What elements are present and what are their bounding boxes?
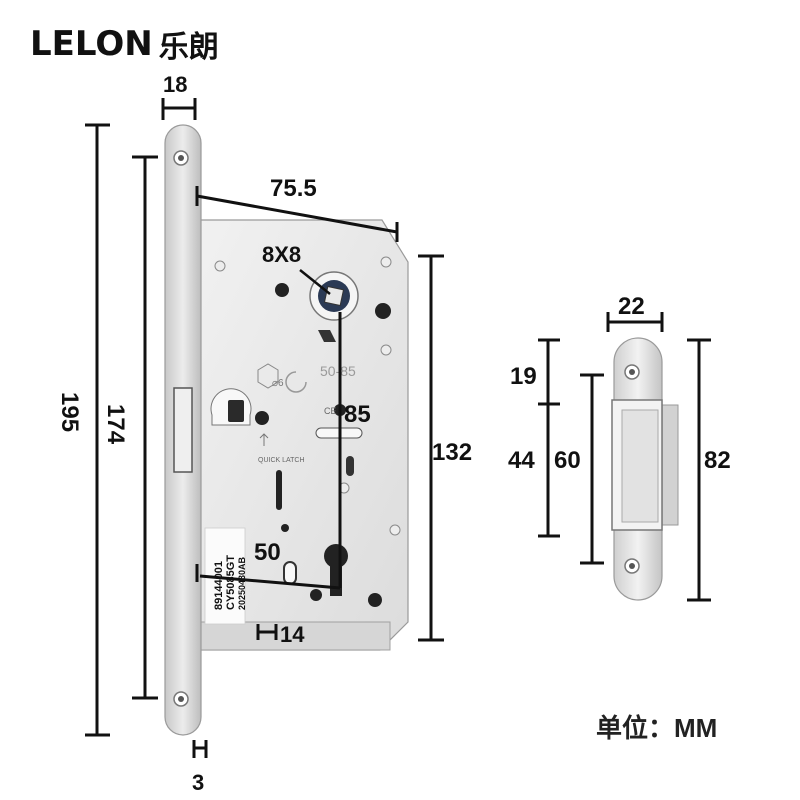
case-holes [255, 283, 391, 607]
dim-screw-spacing: 174 [102, 404, 129, 445]
shield-icon [257, 363, 279, 389]
dim-strike-top-offset: 19 [510, 363, 537, 390]
dimension-labels: 18 75.5 8X8 85 50 132 14 3 174 195 22 19… [56, 72, 731, 795]
rotate-icon [285, 371, 307, 393]
brand-logo: LELON 乐朗 [30, 24, 219, 65]
dim-case-thickness: 14 [280, 622, 305, 647]
dimension-lines [85, 98, 711, 758]
dim-strike-width: 22 [618, 293, 645, 320]
label-line-1: 89144001 [213, 561, 225, 610]
dim-strike-hole-spacing: 60 [554, 447, 581, 474]
dim-strike-length: 82 [704, 447, 731, 474]
dim-case-depth: 75.5 [270, 175, 317, 202]
oval-hole [283, 561, 297, 585]
dim-spindle-to-cylinder: 85 [344, 401, 371, 428]
dim-strike-latch-height: 44 [508, 447, 535, 474]
unit-label: 单位：MM [596, 713, 718, 743]
dim-faceplate-thickness: 3 [192, 770, 204, 795]
dim-faceplate-width: 18 [163, 72, 187, 97]
latch-tongue [228, 400, 244, 422]
product-label-text: 89144001 CY5085GT 20250430AB [213, 555, 247, 610]
label-line-2: CY5085GT [225, 555, 237, 610]
strike-plate [611, 337, 679, 601]
dim-case-height: 132 [432, 439, 472, 466]
lever-pin [318, 330, 336, 342]
ce-marking: CE [324, 406, 337, 416]
dim-spindle-square: 8X8 [262, 242, 301, 267]
slot-small [346, 456, 354, 476]
quick-latch-marking: QUICK LATCH [258, 457, 305, 464]
dim-faceplate-length: 195 [56, 392, 83, 432]
brand-name-cn: 乐朗 [158, 30, 219, 65]
cylinder-size-marking: ⌀6 [272, 378, 284, 389]
dim-backset: 50 [254, 539, 281, 566]
case-bottom-edge [199, 621, 391, 651]
spindle-square-hole [323, 285, 345, 307]
strike-box-inner [621, 409, 659, 523]
faceplate-latch-opening [173, 387, 193, 473]
arrow-up-icon [259, 433, 269, 446]
distance-range-marking: 50-85 [320, 363, 356, 379]
mortise-lock-body: 50-85 ⌀6 QUICK LATCH CE 89144001 CY5085G… [164, 124, 409, 736]
slot-vertical [276, 470, 282, 510]
brand-name: LELON [30, 24, 153, 64]
label-line-3: 20250430AB [237, 556, 247, 610]
